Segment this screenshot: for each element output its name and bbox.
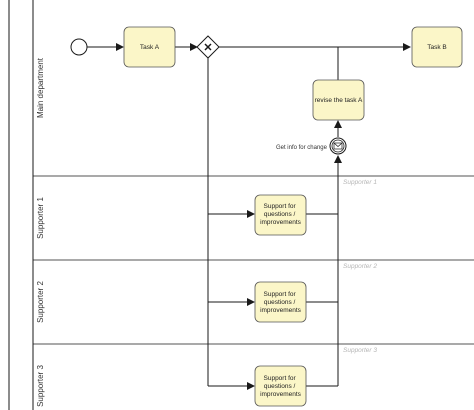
envelope-icon — [333, 142, 343, 150]
task-b-label: Task B — [427, 44, 447, 51]
task-support-2-label: Support for questions / improvements — [260, 291, 302, 314]
lane-label-supporter-2: Supporter 2 — [36, 281, 45, 323]
gateway-x-icon: ✕ — [203, 42, 212, 54]
pool-frame — [8, 0, 474, 410]
message-event-label: Get info for change — [276, 145, 328, 151]
exclusive-gateway[interactable]: ✕ — [196, 35, 220, 59]
message-event[interactable] — [329, 137, 347, 155]
sequence-flows — [87, 43, 411, 390]
task-revise[interactable]: revise the task A — [312, 79, 365, 121]
lane-watermark-supporter-3: Supporter 3 — [343, 347, 377, 354]
lane-label-supporter-1: Supporter 1 — [36, 197, 45, 239]
lane-label-main-department: Main department — [36, 57, 45, 118]
task-support-1-label: Support for questions / improvements — [260, 203, 302, 226]
task-support-2[interactable]: Support for questions / improvements — [254, 281, 307, 323]
task-a-label: Task A — [140, 44, 160, 51]
lane-watermark-supporter-1: Supporter 1 — [343, 179, 377, 186]
start-event[interactable] — [70, 38, 88, 56]
task-a[interactable]: Task A — [123, 26, 176, 68]
task-support-3[interactable]: Support for questions / improvements — [254, 365, 307, 407]
task-support-3-label: Support for questions / improvements — [260, 375, 302, 398]
task-revise-label: revise the task A — [315, 97, 363, 104]
task-support-1[interactable]: Support for questions / improvements — [254, 194, 307, 236]
task-b[interactable]: Task B — [411, 26, 463, 68]
lane-label-supporter-3: Supporter 3 — [36, 365, 45, 407]
lane-watermark-supporter-2: Supporter 2 — [343, 263, 377, 270]
